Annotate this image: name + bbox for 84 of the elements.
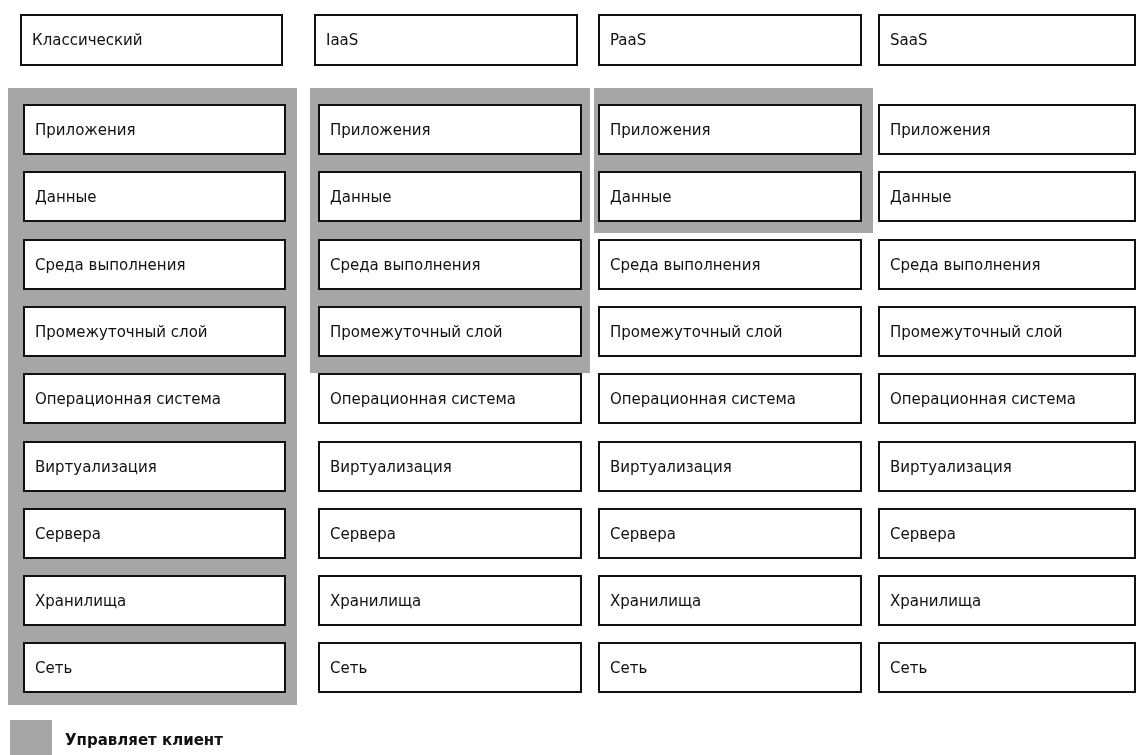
layer-box bbox=[878, 171, 1136, 222]
layer-label: Виртуализация bbox=[330, 457, 452, 476]
layer-label: Хранилища bbox=[890, 591, 982, 610]
layer-label: Среда выполнения bbox=[35, 255, 186, 274]
layer-box bbox=[598, 642, 862, 693]
model-header-box bbox=[878, 14, 1136, 66]
layer-box bbox=[598, 306, 862, 357]
layer-box bbox=[318, 441, 582, 492]
layer-box bbox=[318, 575, 582, 626]
layer-box bbox=[318, 239, 582, 290]
layer-label: Сервера bbox=[890, 524, 956, 543]
model-header-box bbox=[20, 14, 283, 66]
layer-box bbox=[598, 508, 862, 559]
layer-label: Хранилища bbox=[330, 591, 422, 610]
layer-label: Операционная система bbox=[35, 389, 221, 408]
legend-label: Управляет клиент bbox=[65, 731, 223, 749]
layer-label: Хранилища bbox=[610, 591, 702, 610]
layer-box bbox=[318, 373, 582, 424]
layer-label: Сеть bbox=[890, 658, 928, 677]
model-header-box bbox=[598, 14, 862, 66]
layer-box bbox=[878, 575, 1136, 626]
layer-box bbox=[878, 441, 1136, 492]
layer-box bbox=[23, 306, 286, 357]
layer-box bbox=[23, 575, 286, 626]
layer-box bbox=[598, 239, 862, 290]
managed-band bbox=[310, 88, 590, 373]
layer-label: Данные bbox=[35, 187, 97, 206]
layer-label: Операционная система bbox=[610, 389, 796, 408]
layer-label: Промежуточный слой bbox=[610, 322, 783, 341]
layer-box bbox=[318, 306, 582, 357]
layer-label: Приложения bbox=[890, 120, 991, 139]
layer-label: Операционная система bbox=[890, 389, 1076, 408]
layer-label: Приложения bbox=[330, 120, 431, 139]
layer-box bbox=[598, 171, 862, 222]
layer-box bbox=[598, 575, 862, 626]
layer-box bbox=[23, 104, 286, 155]
layer-box bbox=[878, 373, 1136, 424]
layer-label: Среда выполнения bbox=[890, 255, 1041, 274]
layer-box bbox=[23, 441, 286, 492]
layer-label: Данные bbox=[890, 187, 952, 206]
model-title: PaaS bbox=[610, 31, 647, 49]
layer-label: Виртуализация bbox=[890, 457, 1012, 476]
layer-label: Среда выполнения bbox=[610, 255, 761, 274]
layer-box bbox=[318, 104, 582, 155]
layer-label: Сеть bbox=[610, 658, 648, 677]
layer-label: Приложения bbox=[610, 120, 711, 139]
layer-box bbox=[878, 508, 1136, 559]
layer-label: Промежуточный слой bbox=[330, 322, 503, 341]
layer-box bbox=[598, 104, 862, 155]
layer-label: Приложения bbox=[35, 120, 136, 139]
layer-label: Сеть bbox=[330, 658, 368, 677]
layer-label: Операционная система bbox=[330, 389, 516, 408]
layer-label: Среда выполнения bbox=[330, 255, 481, 274]
layer-label: Промежуточный слой bbox=[890, 322, 1063, 341]
layer-box bbox=[878, 104, 1136, 155]
layer-box bbox=[878, 239, 1136, 290]
layer-box bbox=[318, 642, 582, 693]
layer-box bbox=[318, 171, 582, 222]
model-title: SaaS bbox=[890, 31, 928, 49]
managed-band bbox=[594, 88, 873, 233]
layer-box bbox=[23, 373, 286, 424]
layer-label: Сервера bbox=[610, 524, 676, 543]
layer-label: Хранилища bbox=[35, 591, 127, 610]
layer-box bbox=[318, 508, 582, 559]
model-title: Классический bbox=[32, 31, 143, 49]
layer-box bbox=[598, 373, 862, 424]
layer-box bbox=[23, 642, 286, 693]
layer-box bbox=[598, 441, 862, 492]
model-title: IaaS bbox=[326, 31, 359, 49]
layer-box bbox=[23, 508, 286, 559]
layer-label: Сервера bbox=[35, 524, 101, 543]
layer-label: Сервера bbox=[330, 524, 396, 543]
layer-label: Промежуточный слой bbox=[35, 322, 208, 341]
layer-label: Данные bbox=[610, 187, 672, 206]
layer-label: Виртуализация bbox=[610, 457, 732, 476]
layer-label: Сеть bbox=[35, 658, 73, 677]
layer-label: Данные bbox=[330, 187, 392, 206]
layer-box bbox=[878, 306, 1136, 357]
layer-box bbox=[23, 239, 286, 290]
model-header-box bbox=[314, 14, 578, 66]
managed-band bbox=[8, 88, 297, 705]
layer-label: Виртуализация bbox=[35, 457, 157, 476]
layer-box bbox=[878, 642, 1136, 693]
layer-box bbox=[23, 171, 286, 222]
